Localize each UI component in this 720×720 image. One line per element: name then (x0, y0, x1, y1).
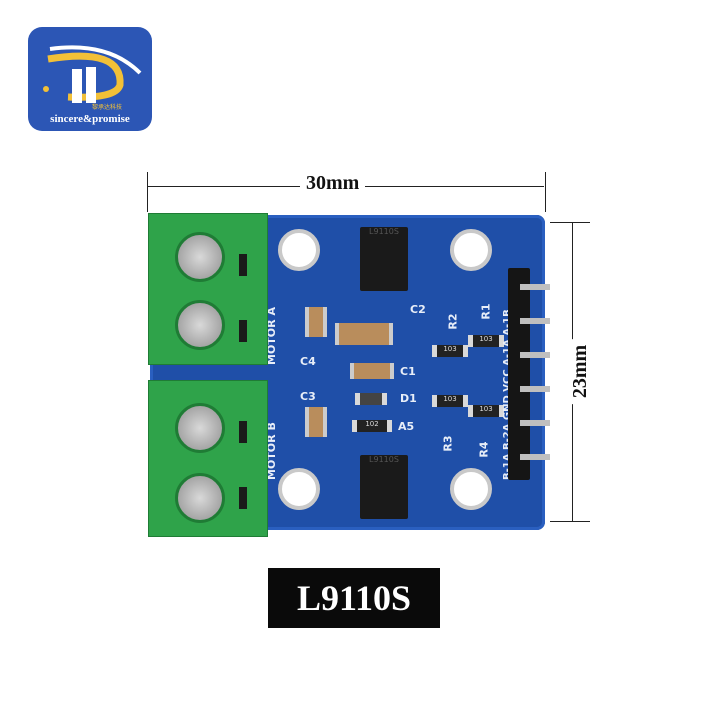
silk-d1: D1 (400, 392, 417, 405)
header-pin (520, 284, 550, 290)
terminal-block-motor-a[interactable] (148, 213, 268, 365)
mounting-hole (450, 468, 492, 510)
chip-bottom: L9110S (360, 455, 408, 519)
screw-icon[interactable] (175, 300, 225, 350)
logo-swoosh-icon (43, 45, 142, 103)
terminal-block-motor-b[interactable] (148, 380, 268, 537)
header-pin (520, 318, 550, 324)
terminal-slot (239, 421, 247, 443)
silk-a5: A5 (398, 420, 415, 433)
terminal-slot (239, 487, 247, 509)
dimension-tick-bottom (550, 521, 590, 522)
header-pin (520, 420, 550, 426)
silk-r2: R2 (446, 313, 460, 330)
capacitor-c2 (335, 323, 393, 345)
header-pin (520, 386, 550, 392)
resistor: 103 (468, 405, 504, 417)
product-label: L9110S (268, 568, 440, 628)
logo-brand-text: sincere&promise (50, 113, 130, 125)
mounting-hole (450, 229, 492, 271)
width-dimension-label: 30mm (300, 172, 366, 195)
silk-r4: R4 (477, 441, 491, 458)
screw-icon[interactable] (175, 403, 225, 453)
mounting-hole (278, 229, 320, 271)
terminal-slot (239, 320, 247, 342)
height-dimension-label: 23mm (569, 338, 593, 405)
capacitor-c1 (350, 363, 394, 379)
chip-label: L9110S (369, 455, 399, 464)
resistor: 103 (432, 345, 468, 357)
resistor: 103 (468, 335, 504, 347)
terminal-slot (239, 254, 247, 276)
screw-icon[interactable] (175, 232, 225, 282)
dimension-tick-top (550, 222, 590, 223)
dimension-tick-right (545, 172, 546, 212)
silk-c4: C4 (300, 355, 316, 368)
silk-c3: C3 (300, 390, 316, 403)
header-pin (520, 454, 550, 460)
mounting-hole (278, 468, 320, 510)
resistor: 102 (352, 420, 392, 432)
capacitor-c3 (305, 407, 327, 437)
dimension-tick-left (147, 172, 148, 212)
pin-header[interactable] (508, 268, 530, 480)
silk-c2: C2 (410, 303, 426, 316)
header-pin (520, 352, 550, 358)
silk-r1: R1 (479, 303, 493, 320)
capacitor-c4 (305, 307, 327, 337)
resistor: 103 (432, 395, 468, 407)
brand-logo: 黎承达科技 sincere&promise (28, 27, 152, 131)
logo-chinese-text: 黎承达科技 (91, 104, 122, 111)
diode-d1 (355, 393, 387, 405)
silk-r3: R3 (441, 435, 455, 452)
chip-label: L9110S (369, 227, 399, 236)
screw-icon[interactable] (175, 473, 225, 523)
silk-c1: C1 (400, 365, 416, 378)
chip-top: L9110S (360, 227, 408, 291)
